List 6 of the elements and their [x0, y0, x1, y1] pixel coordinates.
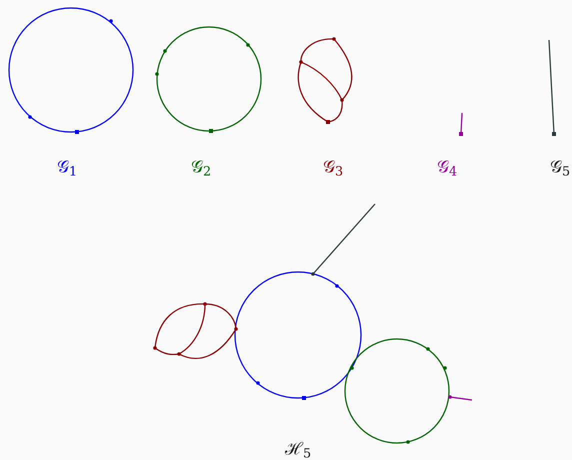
- graph-label: ℋ$_{5}$: [284, 442, 312, 458]
- graph-label: 𝒢$_{4}$: [436, 160, 458, 176]
- graph-label: 𝒢$_{3}$: [322, 160, 344, 176]
- graph-label: 𝒢$_{1}$: [56, 160, 78, 176]
- graph-label: 𝒢$_{5}$: [550, 160, 570, 176]
- graph-label: 𝒢$_{2}$: [190, 160, 212, 176]
